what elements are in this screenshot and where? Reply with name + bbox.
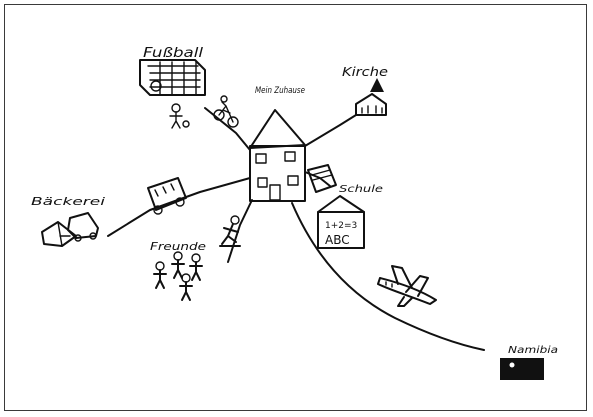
road-to-namibia <box>292 203 484 350</box>
church-label: Kirche <box>342 65 388 79</box>
church-icon <box>356 78 386 115</box>
namibia-label: Namibia <box>508 345 558 356</box>
player-stick-figure-icon <box>170 104 189 128</box>
airplane-icon <box>378 266 436 306</box>
car-icon <box>68 213 98 241</box>
road-to-football <box>205 108 250 150</box>
football-label: Fußball <box>143 46 203 61</box>
namibia-flag-icon <box>500 358 544 380</box>
school-board-abc: ABC <box>325 233 350 247</box>
bus-icon <box>148 178 186 214</box>
road-to-church <box>305 115 356 146</box>
road-to-bakery <box>108 178 250 236</box>
school-board-math: 1+2=3 <box>325 221 357 231</box>
skater-figure-icon <box>220 216 240 246</box>
bakery-label: Bäckerei <box>31 195 105 208</box>
home-label: Mein Zuhause <box>255 86 305 96</box>
home-house-icon <box>250 110 305 201</box>
school-label: Schule <box>339 184 383 195</box>
football-goal-icon <box>140 60 205 95</box>
bicycle-icon <box>214 96 238 127</box>
friends-stick-figures-icon <box>154 252 202 300</box>
friends-label: Freunde <box>150 240 206 253</box>
